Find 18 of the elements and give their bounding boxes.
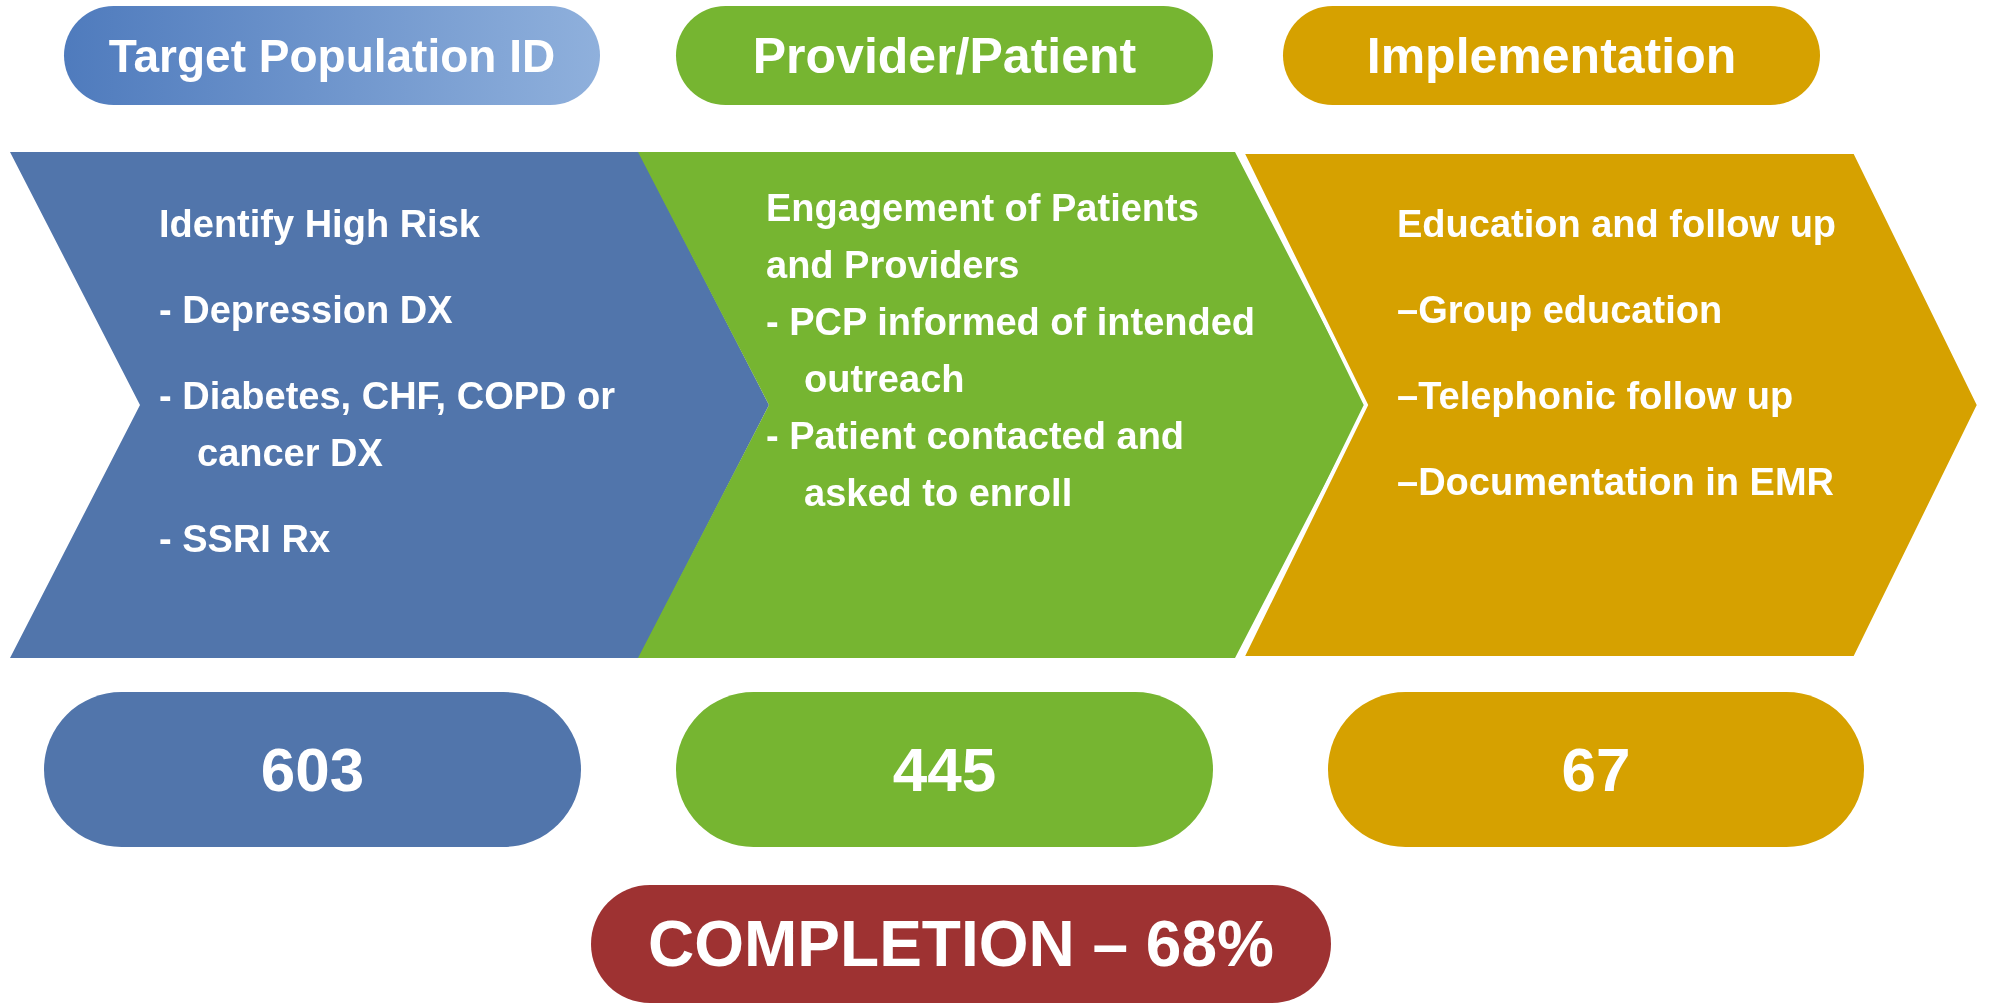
category-pill: Target Population ID xyxy=(64,6,600,105)
bullet-item: - Diabetes, CHF, COPD or cancer DX xyxy=(159,374,617,476)
bullet-item: –Group education xyxy=(1397,288,1724,333)
category-pill: Implementation xyxy=(1283,6,1820,105)
result-pill: COMPLETION – 68% xyxy=(591,885,1331,1003)
bullet-item: - PCP informed of intended outreach xyxy=(766,300,1257,402)
step-heading: Education and follow up xyxy=(1397,202,1838,247)
count-pill: 67 xyxy=(1328,692,1864,847)
bullet-item: - Patient contacted and asked to enroll xyxy=(766,414,1186,516)
bullet-item: - SSRI Rx xyxy=(159,517,332,562)
bullet-item: –Telephonic follow up xyxy=(1397,374,1795,419)
category-pill: Provider/Patient xyxy=(676,6,1213,105)
bullet-item: - Depression DX xyxy=(159,288,454,333)
count-pill: 603 xyxy=(44,692,581,847)
step-heading: Engagement of Patients and Providers xyxy=(766,186,1200,288)
count-pill: 445 xyxy=(676,692,1213,847)
bullet-item: –Documentation in EMR xyxy=(1397,460,1836,505)
step-heading: Identify High Risk xyxy=(159,202,481,247)
